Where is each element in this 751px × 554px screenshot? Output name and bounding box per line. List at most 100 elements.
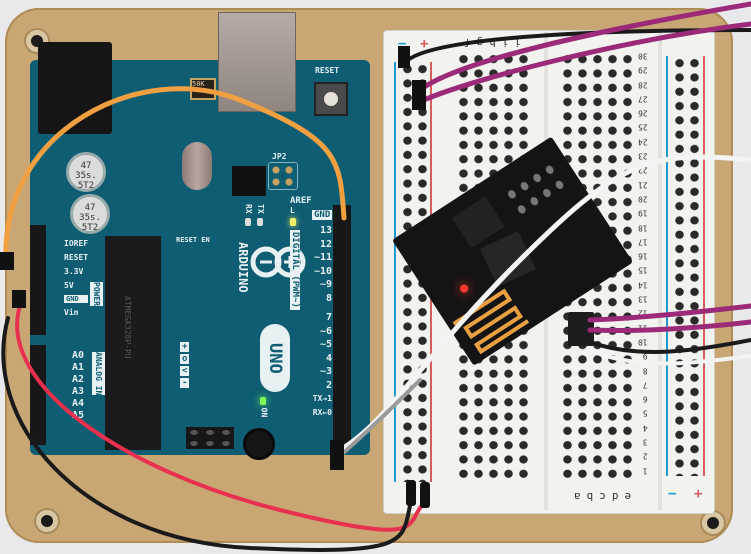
pin-label: TX→1 xyxy=(312,394,332,403)
plus-icon: + xyxy=(180,342,190,352)
jumper-plug xyxy=(406,480,416,506)
black-wire-esp[interactable] xyxy=(588,338,751,354)
icsp-header xyxy=(186,427,234,449)
jumper-plug xyxy=(12,290,26,308)
pin-label: A0 xyxy=(72,350,85,361)
dc-power-jack xyxy=(38,42,112,134)
pin-label: 7 xyxy=(325,312,332,323)
pin-label: 8 xyxy=(325,292,332,304)
atmega328p-chip: ATMEGA328P-PU xyxy=(105,236,161,450)
pin-label: ~10 xyxy=(313,265,332,277)
digital-header[interactable] xyxy=(333,205,351,450)
pin-label: A2 xyxy=(72,374,85,385)
pin-label: GND xyxy=(64,295,88,303)
mounting-screw xyxy=(34,508,60,534)
analog-section-label: ANALOG IN xyxy=(92,352,105,396)
pin-label: RX←0 xyxy=(312,407,332,417)
red-wire[interactable] xyxy=(15,298,430,532)
grey-wire[interactable] xyxy=(338,378,422,458)
pin-label: A3 xyxy=(72,386,85,397)
right-power-rail-holes[interactable] xyxy=(672,56,702,476)
jp2-header xyxy=(268,162,298,190)
jumper-plug xyxy=(398,46,410,68)
capacitor: 47 35s. 5T2 xyxy=(70,194,110,234)
pin-label: 2 xyxy=(325,379,332,391)
legend-icons: + o < - xyxy=(180,342,190,388)
rx-led xyxy=(245,218,251,226)
orange-wire[interactable] xyxy=(3,86,347,265)
pcb-antenna-trace xyxy=(452,288,530,355)
standoff-nut xyxy=(243,428,275,460)
black-wire-gnd[interactable] xyxy=(1,316,414,552)
pin-label: A1 xyxy=(72,362,85,373)
pin-label: RESET xyxy=(64,253,89,262)
purple-wire-1[interactable] xyxy=(417,1,751,93)
esp-01-wifi-module xyxy=(392,136,634,366)
tx-led-label: TX xyxy=(256,204,265,214)
regulator-label: 50K xyxy=(192,80,205,88)
pin-label: ~6 xyxy=(319,325,332,337)
right-power-rail xyxy=(658,32,714,510)
purple-wire-3[interactable] xyxy=(587,303,751,323)
chip-label: ATMEGA328P-PU xyxy=(123,296,132,359)
pin-label: ~11 xyxy=(313,252,332,263)
digital-header-label: DIGITAL (PWM~) xyxy=(290,230,300,310)
right-rail-plus-label: + xyxy=(694,486,703,502)
capacitor: 47 35s. 5T2 xyxy=(66,152,106,192)
chevron-icon: < xyxy=(180,366,190,376)
l-led-label: L xyxy=(290,206,295,215)
rx-led-label: RX xyxy=(244,204,253,214)
uno-badge: UNO xyxy=(260,324,290,392)
left-rail-negative-line xyxy=(394,62,396,482)
jp2-label: JP2 xyxy=(272,152,287,161)
pin-label: A4 xyxy=(72,398,85,409)
arduino-wordmark: ARDUINO xyxy=(236,242,250,293)
reset-label: RESET xyxy=(315,66,340,75)
jumper-plug xyxy=(330,440,344,470)
pin-label: ~9 xyxy=(319,279,332,290)
gnd-label: GND xyxy=(312,210,333,220)
purple-wire-2[interactable] xyxy=(421,21,751,103)
power-section-label: POWER xyxy=(90,282,103,307)
jumper-plug xyxy=(420,482,430,508)
pin-label: 13 xyxy=(319,225,332,236)
capacitor-label: 47 35s. 5T2 xyxy=(75,161,97,191)
purple-wire-4[interactable] xyxy=(587,319,751,334)
black-wire-top[interactable] xyxy=(402,28,751,66)
right-rail-minus-label: − xyxy=(668,486,677,502)
minus-icon: - xyxy=(180,378,190,388)
analog-header[interactable] xyxy=(30,345,46,445)
l-led xyxy=(290,218,296,226)
pin-label: 12 xyxy=(319,238,332,250)
white-wire-esp[interactable] xyxy=(588,348,751,366)
left-rail-minus-label: − xyxy=(398,36,407,52)
crystal-oscillator xyxy=(182,142,212,190)
right-rail-negative-line xyxy=(666,56,668,476)
pin-label: ~5 xyxy=(319,339,332,350)
jumper-plug xyxy=(0,252,14,270)
tx-led xyxy=(257,218,263,226)
pin-label: 3.3V xyxy=(64,267,84,276)
pin-label: IOREF xyxy=(64,239,89,248)
usb-controller-chip xyxy=(232,166,266,196)
aref-label: AREF xyxy=(290,196,312,206)
right-rail-positive-line xyxy=(703,56,705,476)
pin-label: Vin xyxy=(64,308,79,317)
pin-label: ~3 xyxy=(319,366,332,377)
analog-pin-labels: A0 A1 A2 A3 A4 A5 xyxy=(72,350,84,421)
white-wire[interactable] xyxy=(337,154,751,453)
pin-label: A5 xyxy=(72,410,85,421)
jumper-plug xyxy=(412,80,426,110)
pin-label: 4 xyxy=(325,352,332,364)
left-rail-plus-label: + xyxy=(420,36,429,52)
mounting-screw xyxy=(24,28,50,54)
usb-b-connector xyxy=(218,12,296,112)
capacitor-label: 47 35s. 5T2 xyxy=(79,203,101,233)
reset-button[interactable] xyxy=(314,82,348,116)
reset-en-label: RESET EN xyxy=(176,236,210,244)
on-led xyxy=(260,397,266,405)
digital-pin-labels: 13 12 ~11 ~10 ~9 8 7 ~6 ~5 4 ~3 2 TX→1 R… xyxy=(300,224,332,419)
power-pin-labels: IOREF RESET 3.3V 5V GND Vin xyxy=(64,239,88,317)
power-header[interactable] xyxy=(30,225,46,335)
